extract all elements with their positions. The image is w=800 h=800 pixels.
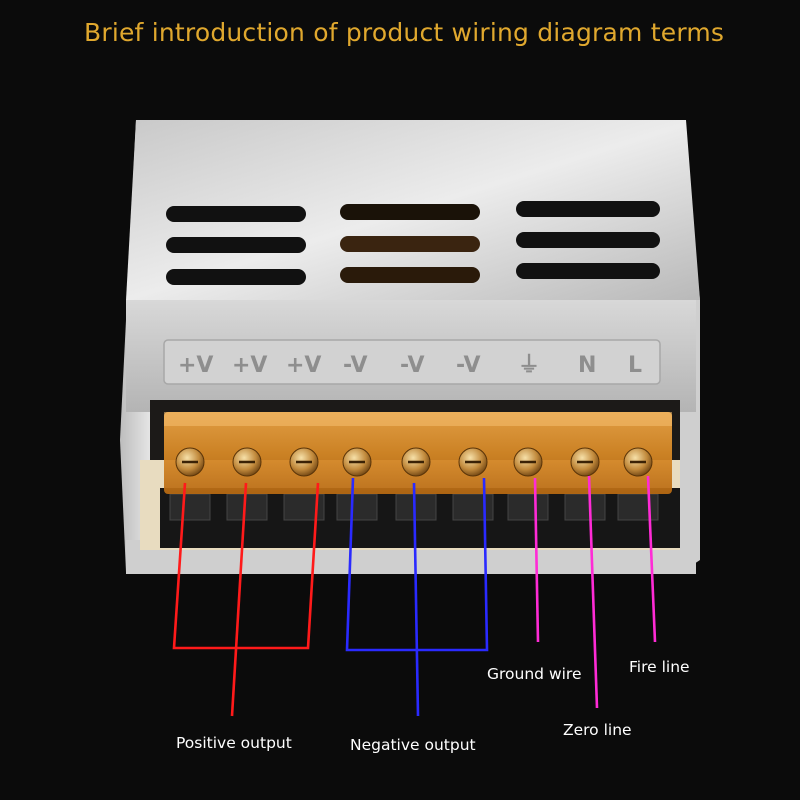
terminal-marking-n: N: [578, 353, 596, 378]
terminal-marking-plus-v-1: +V: [178, 353, 213, 378]
terminal-lug-6: [452, 493, 494, 521]
negative-output-label: Negative output: [350, 736, 476, 754]
wires: [172, 475, 657, 717]
positive-wire: [172, 482, 320, 650]
ground-wire-label: Ground wire: [487, 665, 582, 683]
negative-wire-middle: [412, 482, 420, 717]
zero-wire: [587, 475, 599, 709]
terminal-marking-ground: ⏚: [518, 353, 540, 378]
positive-output-label: Positive output: [176, 734, 292, 752]
terminal-lug-1: [169, 493, 211, 521]
fire-wire: [646, 475, 657, 643]
terminal-lug-8: [564, 493, 606, 521]
terminal-markings: +V +V +V -V -V -V ⏚ N L: [178, 353, 642, 378]
terminal-lug-7: [507, 493, 549, 521]
vent-slots: [166, 201, 660, 285]
zero-line-label: Zero line: [563, 721, 632, 739]
terminal-marking-minus-v-3: -V: [456, 353, 481, 378]
terminal-block: [160, 412, 680, 548]
terminal-marking-plus-v-2: +V: [232, 353, 267, 378]
terminal-marking-minus-v-1: -V: [343, 353, 368, 378]
positive-wire-middle: [230, 482, 248, 717]
terminal-marking-plus-v-3: +V: [286, 353, 321, 378]
terminal-marking-minus-v-2: -V: [400, 353, 425, 378]
terminal-lug-2: [226, 493, 268, 521]
fire-line-label: Fire line: [629, 658, 690, 676]
ground-wire: [533, 477, 540, 643]
terminal-lug-4: [336, 493, 378, 521]
terminal-marking-l: L: [628, 353, 642, 378]
terminal-lug-9: [617, 493, 659, 521]
diagram-title: Brief introduction of product wiring dia…: [84, 18, 725, 47]
terminal-lug-5: [395, 493, 437, 521]
